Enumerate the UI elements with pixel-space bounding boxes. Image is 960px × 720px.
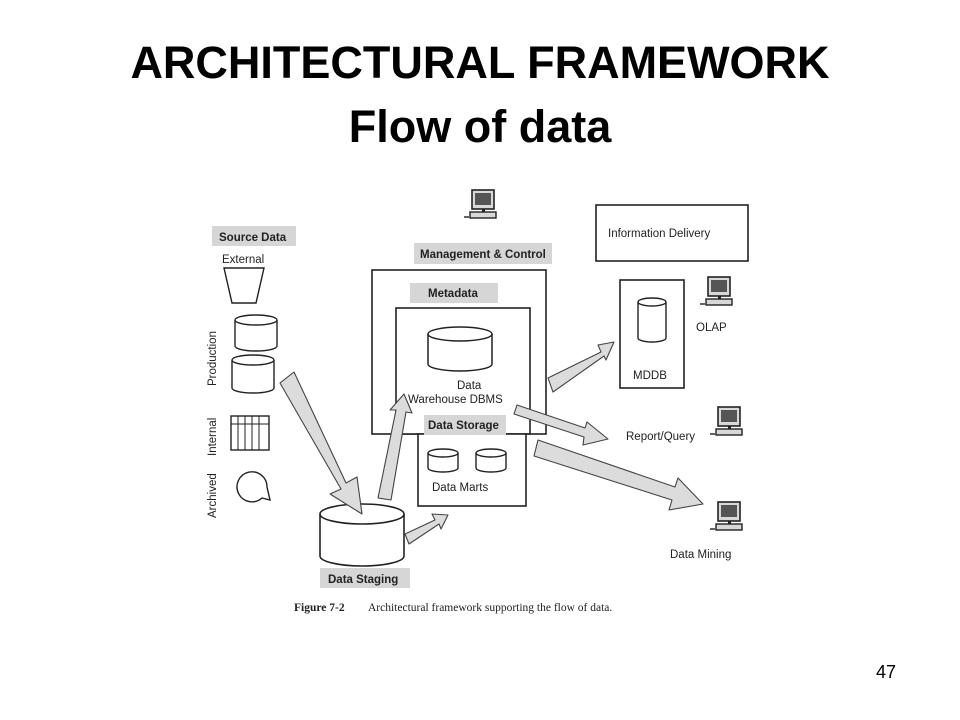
management-control-label-box: [414, 243, 552, 264]
internal-label: Internal: [207, 418, 219, 456]
data-marts-label: Data Marts: [432, 482, 488, 494]
data-mart-db-icon-1: [427, 448, 459, 473]
metadata-label-box: [410, 283, 498, 303]
mddb-label: MDDB: [633, 370, 667, 382]
external-label: External: [222, 254, 264, 266]
olap-computer-icon: [699, 276, 733, 306]
internal-grid-icon: [230, 415, 270, 451]
source-data-label-box: [212, 226, 296, 246]
management-control-label: Management & Control: [420, 249, 546, 261]
production-label: Production: [207, 331, 219, 386]
production-db-icon-2: [231, 354, 275, 394]
data-storage-label: Data Storage: [428, 420, 499, 432]
report-query-label: Report/Query: [626, 431, 695, 443]
source-data-label: Source Data: [219, 232, 287, 244]
warehouse-label-line1: Data: [457, 380, 482, 392]
archived-label: Archived: [207, 473, 219, 518]
arrow-staging-to-data-marts: [404, 513, 449, 545]
mddb-db-icon: [637, 297, 667, 343]
data-mart-db-icon-2: [475, 448, 507, 473]
page-number: 47: [876, 662, 897, 682]
arrow-to-report-query: [513, 404, 609, 446]
data-mining-label: Data Mining: [670, 549, 731, 561]
data-mining-computer-icon: [709, 501, 743, 531]
arrow-to-olap: [547, 341, 615, 393]
arrow-to-data-mining: [533, 439, 704, 511]
arrow-staging-to-warehouse: [377, 393, 413, 501]
arrow-sources-to-staging: [279, 371, 363, 515]
management-computer-icon: [463, 189, 497, 219]
figure-caption-number: Figure 7-2: [294, 602, 345, 614]
warehouse-db-icon: [427, 326, 493, 372]
data-storage-label-box: [424, 415, 506, 435]
data-staging-label: Data Staging: [328, 574, 398, 586]
production-db-icon-1: [234, 314, 278, 352]
slide-title: ARCHITECTURAL FRAMEWORK: [130, 37, 830, 88]
archived-tape-icon: [236, 471, 271, 503]
external-source-funnel-icon: [223, 267, 265, 304]
metadata-label: Metadata: [428, 288, 478, 300]
olap-label: OLAP: [696, 322, 727, 334]
warehouse-label-line2: Warehouse DBMS: [408, 394, 503, 406]
slide-subtitle: Flow of data: [348, 101, 612, 152]
information-delivery-box: [595, 204, 749, 262]
report-query-computer-icon: [709, 406, 743, 436]
data-staging-label-box: [320, 568, 410, 588]
figure-caption-text: Architectural framework supporting the f…: [368, 602, 612, 614]
information-delivery-label: Information Delivery: [608, 228, 711, 240]
